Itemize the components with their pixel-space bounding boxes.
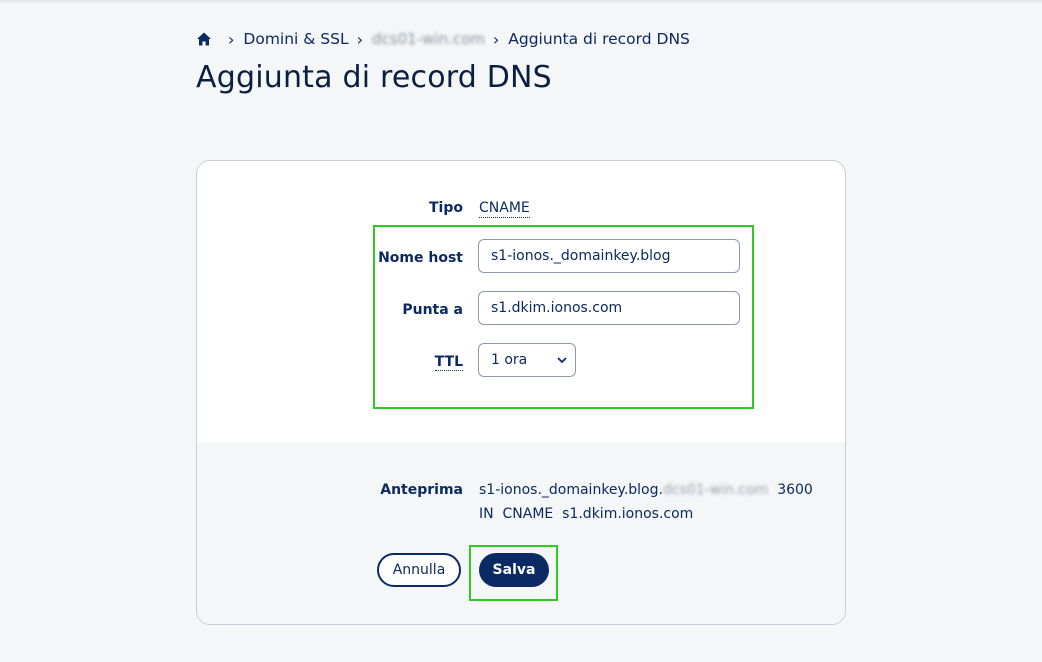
preview-host: s1-ionos._domainkey.blog. (479, 482, 663, 498)
save-highlight-box (469, 545, 558, 601)
breadcrumb-item-current: Aggiunta di record DNS (508, 30, 690, 48)
chevron-down-icon (557, 357, 567, 364)
ttl-select[interactable]: 1 ora (478, 343, 576, 377)
points-to-label: Punta a (402, 302, 463, 318)
ttl-label: TTL (434, 354, 463, 371)
ttl-label-wrap: TTL (303, 354, 463, 371)
tipo-label: Tipo (429, 200, 463, 216)
breadcrumb: › Domini & SSL › dcs01-win.com › Aggiunt… (196, 29, 690, 49)
hostname-input[interactable]: s1-ionos._domainkey.blog (478, 239, 740, 273)
breadcrumb-item-domain[interactable]: dcs01-win.com (372, 30, 485, 48)
chevron-right-icon: › (356, 29, 364, 49)
fields-highlight-box (373, 225, 754, 409)
points-to-input[interactable]: s1.dkim.ionos.com (478, 291, 740, 325)
preview-label: Anteprima (380, 482, 463, 498)
chevron-right-icon: › (228, 29, 235, 49)
home-icon[interactable] (196, 31, 212, 47)
breadcrumb-item-domains[interactable]: Domini & SSL (243, 30, 349, 48)
preview-line-2: IN CNAME s1.dkim.ionos.com (479, 506, 694, 522)
preview-line-1: s1-ionos._domainkey.blog.dcs01-win.com 3… (479, 482, 813, 498)
chevron-right-icon: › (492, 29, 500, 49)
page-title: Aggiunta di record DNS (196, 60, 552, 95)
hostname-label: Nome host (378, 250, 463, 266)
tipo-value: CNAME (479, 200, 530, 218)
ttl-select-value: 1 ora (491, 352, 528, 368)
preview-domain: dcs01-win.com (662, 482, 769, 498)
preview-ttl: 3600 (777, 482, 813, 498)
preview-section (197, 442, 845, 624)
cancel-button[interactable]: Annulla (377, 553, 461, 587)
save-button[interactable]: Salva (479, 553, 549, 587)
dns-record-form-card: Tipo CNAME Nome host s1-ionos._domainkey… (196, 160, 846, 625)
top-shadow (0, 0, 1042, 4)
